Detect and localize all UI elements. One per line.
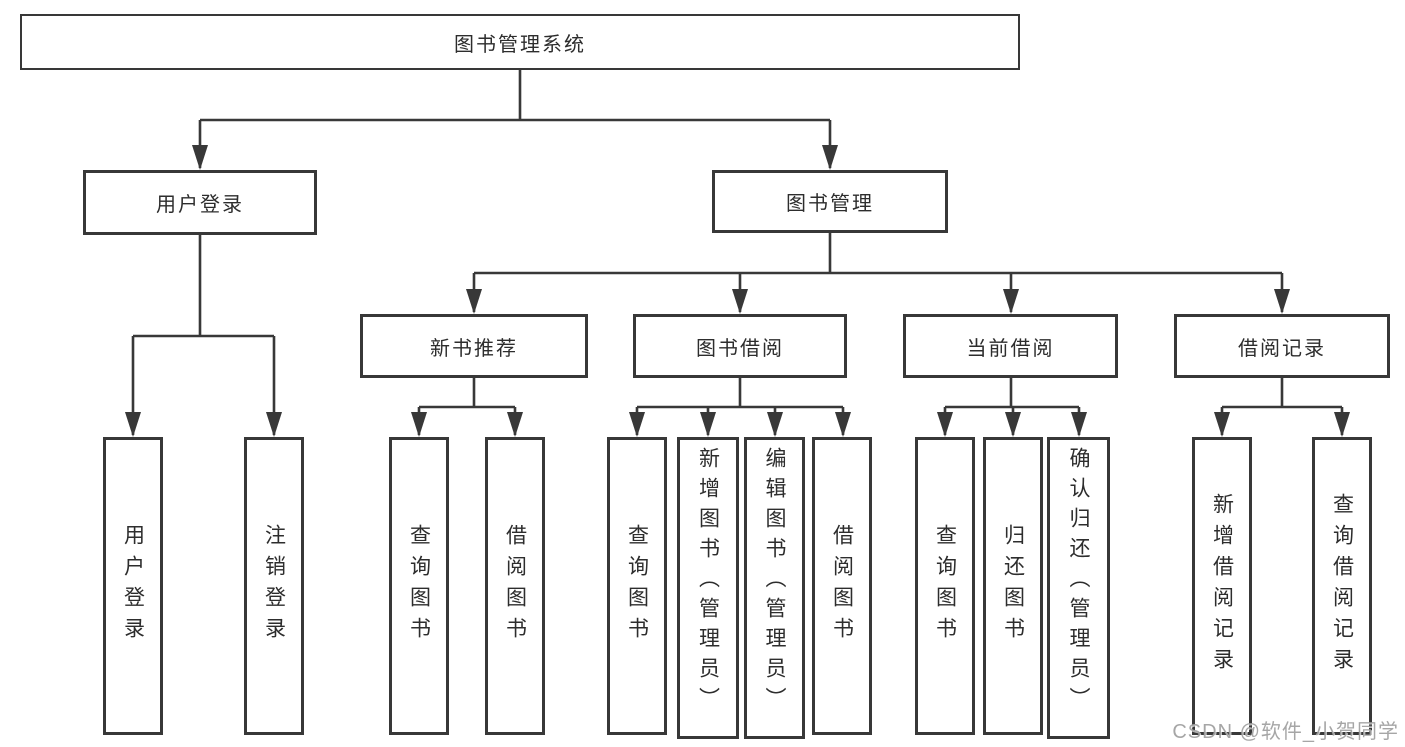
node-label: 新书推荐 (430, 337, 518, 360)
arrowhead (1334, 412, 1350, 437)
node-label: 用户登录 (121, 524, 145, 648)
node-book-borrow: 图书借阅 (633, 314, 847, 378)
connector-new-book-recommend (417, 378, 517, 435)
arrowhead (835, 412, 851, 437)
arrowhead (1071, 412, 1087, 437)
node-borrow-records: 借阅记录 (1174, 314, 1390, 378)
leaf-add-books-admin: 新增图书（管理员） (677, 437, 739, 739)
leaf-confirm-return-admin: 确认归还（管理员） (1047, 437, 1110, 739)
node-user-login: 用户登录 (83, 170, 317, 235)
arrowhead (767, 412, 783, 437)
leaf-current-query-books: 查询图书 (915, 437, 975, 735)
arrowhead (700, 412, 716, 437)
node-label: 查询借阅记录 (1330, 493, 1354, 679)
node-label: 借阅图书 (830, 524, 854, 648)
arrowhead (125, 412, 141, 437)
arrowhead (192, 145, 208, 170)
node-current-borrow: 当前借阅 (903, 314, 1118, 378)
node-label: 注销登录 (262, 524, 286, 648)
arrowhead (507, 412, 523, 437)
node-label: 新增图书（管理员） (696, 447, 720, 717)
leaf-logout: 注销登录 (244, 437, 304, 735)
arrowhead (1274, 289, 1290, 314)
arrowhead (1005, 412, 1021, 437)
connector-book-management (472, 233, 1284, 312)
node-label: 借阅记录 (1238, 337, 1326, 360)
leaf-recommend-query-books: 查询图书 (389, 437, 449, 735)
node-label: 编辑图书（管理员） (763, 447, 786, 717)
arrowhead (1214, 412, 1230, 437)
node-label: 查询图书 (933, 524, 957, 648)
node-label: 新增借阅记录 (1210, 493, 1234, 679)
arrowhead (466, 289, 482, 314)
leaf-borrow-books: 借阅图书 (812, 437, 872, 735)
arrowhead (629, 412, 645, 437)
node-book-management: 图书管理 (712, 170, 948, 233)
connector-root (198, 70, 832, 168)
node-label: 用户登录 (156, 194, 244, 216)
arrowhead (732, 289, 748, 314)
leaf-edit-books-admin: 编辑图书（管理员） (744, 437, 805, 739)
leaf-add-borrow-record: 新增借阅记录 (1192, 437, 1252, 735)
leaf-borrow-query-books: 查询图书 (607, 437, 667, 735)
node-label: 确认归还（管理员） (1067, 447, 1090, 717)
arrowhead (822, 145, 838, 170)
node-label: 图书管理 (786, 193, 874, 215)
leaf-query-borrow-record: 查询借阅记录 (1312, 437, 1372, 735)
arrowheads (125, 145, 1350, 437)
leaf-user-login: 用户登录 (103, 437, 163, 735)
node-label: 查询图书 (407, 524, 431, 648)
node-system-root: 图书管理系统 (20, 14, 1020, 70)
node-label: 图书管理系统 (454, 33, 586, 56)
csdn-watermark: CSDN @软件_小贺同学 (1172, 721, 1399, 743)
arrowhead (266, 412, 282, 437)
arrowhead (1003, 289, 1019, 314)
connector-book-borrow (635, 378, 845, 435)
connector-borrow-records (1220, 378, 1344, 435)
node-label: 归还图书 (1001, 524, 1025, 648)
leaf-return-books: 归还图书 (983, 437, 1043, 735)
node-label: 图书借阅 (696, 337, 784, 360)
leaf-recommend-borrow-books: 借阅图书 (485, 437, 545, 735)
node-label: 当前借阅 (966, 337, 1055, 360)
node-label: 借阅图书 (503, 524, 527, 648)
arrowhead (411, 412, 427, 437)
node-label: 查询图书 (625, 524, 649, 648)
node-new-book-recommend: 新书推荐 (360, 314, 588, 378)
connector-user-login (131, 235, 276, 435)
arrowhead (937, 412, 953, 437)
